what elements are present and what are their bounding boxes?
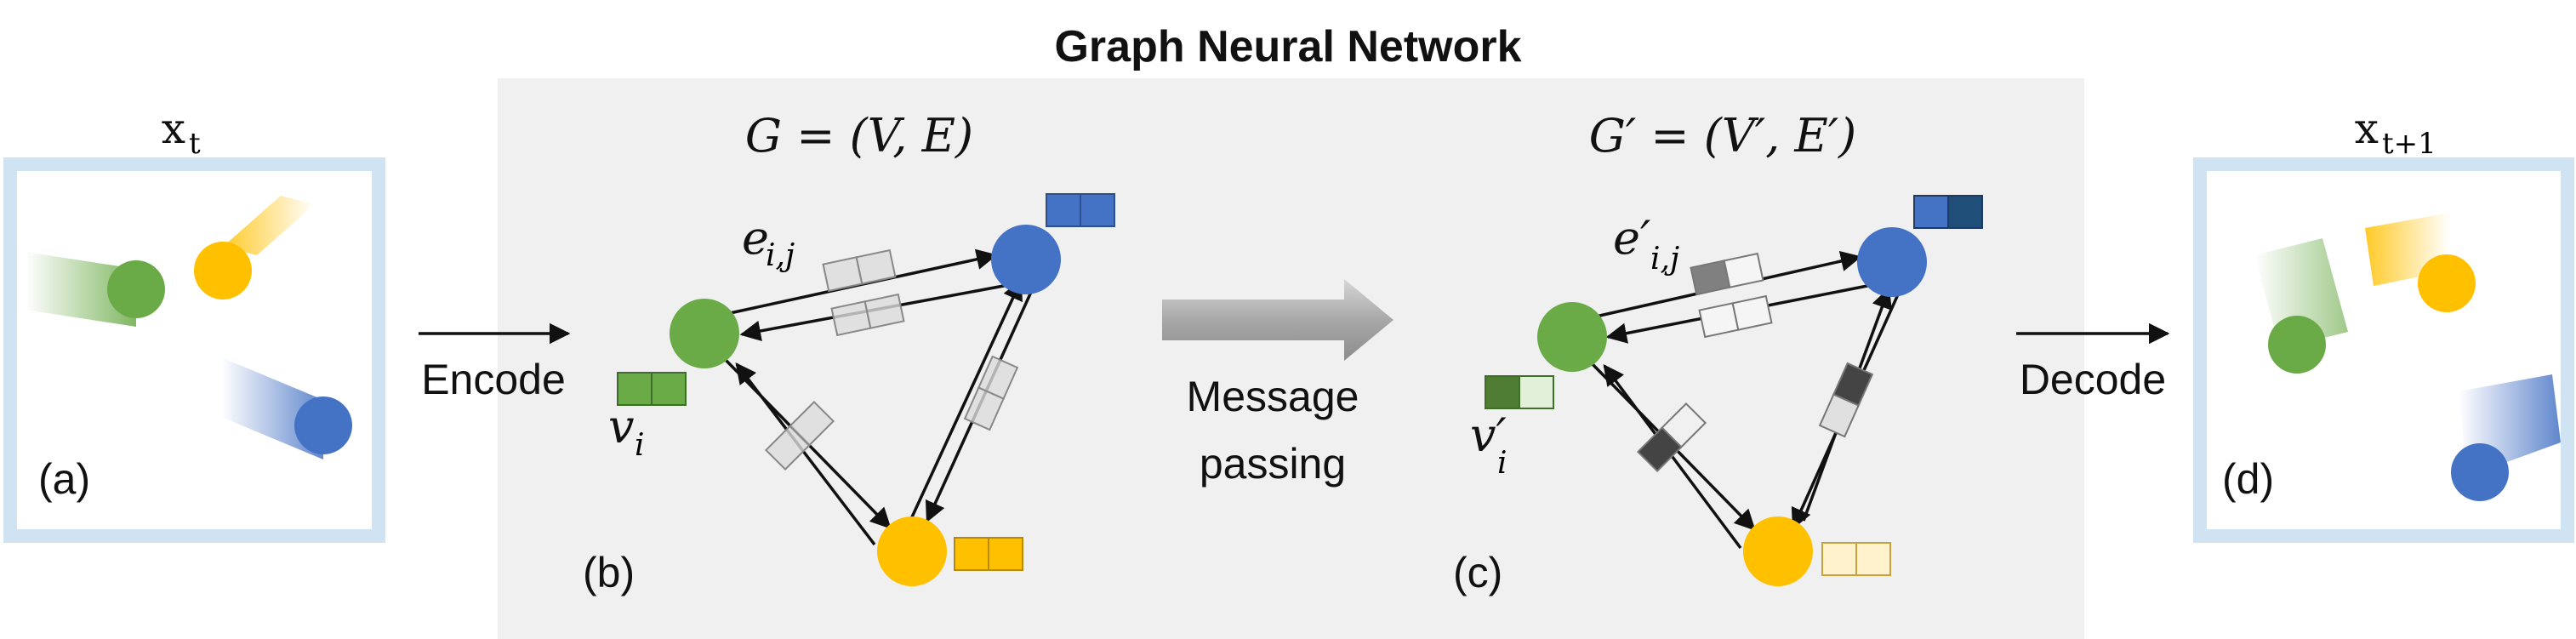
panel-c: G′ = (V′, E′): [1453, 109, 1983, 596]
node-label-b-sub: i: [635, 428, 645, 463]
node-yellow-c: [1743, 516, 1813, 586]
message-passing-arrow: [1162, 279, 1393, 361]
state-frame-a: [3, 157, 385, 543]
panel-a-label: (a): [38, 455, 90, 503]
edge-b-yellow-blue: [909, 278, 1023, 522]
state-frame-d: [2193, 157, 2574, 543]
diagram-title: Graph Neural Network: [1054, 22, 1521, 71]
message-passing-step: Message passing: [1162, 279, 1393, 488]
yellow-object-a: [194, 196, 315, 300]
message-passing-label-line1: Message: [1187, 373, 1359, 420]
node-feature-blue-b: [1046, 193, 1115, 227]
node-green-c: [1537, 302, 1607, 372]
blue-object-d: [2451, 374, 2561, 501]
node-label-c: v′ i: [1470, 408, 1507, 481]
node-label-b: v i: [608, 400, 645, 463]
yellow-object-d: [2365, 213, 2476, 312]
edge-label-c: e′ i,j: [1613, 211, 1679, 277]
node-label-b-main: v: [608, 400, 635, 454]
state-label-a: x t: [162, 104, 201, 161]
node-label-c-main: v′: [1470, 408, 1507, 462]
decode-step: Decode: [2016, 322, 2170, 403]
decode-label: Decode: [2020, 356, 2166, 403]
node-feature-green-c: [1485, 375, 1554, 409]
node-yellow-b: [877, 516, 947, 586]
graph-label-b: G = (V, E): [745, 109, 973, 163]
edge-label-b: e i,j: [742, 211, 795, 273]
edge-b-yellow-green: [735, 362, 876, 546]
encode-label: Encode: [421, 356, 566, 403]
node-feature-green-b: [617, 372, 687, 406]
blue-object-a: [221, 357, 352, 459]
panel-a: x t (a): [3, 104, 385, 543]
edge-features-b: [764, 248, 1019, 471]
edge-label-b-sub: i,j: [766, 238, 795, 273]
node-blue-c: [1857, 227, 1927, 297]
panel-d-label: (d): [2222, 455, 2274, 503]
node-label-c-sub: i: [1497, 446, 1507, 481]
panel-c-label: (c): [1453, 549, 1502, 596]
panel-b: G = (V, E): [583, 109, 1115, 596]
gnn-panel-background: [498, 78, 2084, 639]
state-label-d: x t+1: [2355, 104, 2436, 161]
edge-label-b-main: e: [742, 211, 769, 265]
node-feature-blue-c: [1913, 195, 1983, 229]
edge-label-c-main: e′: [1613, 211, 1650, 265]
state-label-a-main: x: [162, 104, 185, 153]
panel-b-label: (b): [583, 549, 635, 596]
node-feature-yellow-c: [1821, 542, 1891, 576]
message-passing-label-line2: passing: [1200, 440, 1346, 488]
node-green-b: [670, 299, 739, 368]
edge-label-c-sub: i,j: [1650, 242, 1679, 277]
graph-label-c: G′ = (V′, E′): [1589, 109, 1856, 163]
green-object-d: [2254, 238, 2348, 374]
green-object-a: [26, 252, 165, 327]
node-blue-b: [991, 225, 1061, 294]
panel-d: x t+1 (d): [2193, 104, 2574, 543]
edge-features-c: [1636, 252, 1874, 473]
state-label-d-sub: t+1: [2382, 127, 2436, 161]
state-label-d-main: x: [2355, 104, 2379, 153]
state-label-a-sub: t: [189, 127, 201, 161]
encode-step: Encode: [419, 322, 571, 403]
node-feature-yellow-b: [954, 537, 1023, 571]
